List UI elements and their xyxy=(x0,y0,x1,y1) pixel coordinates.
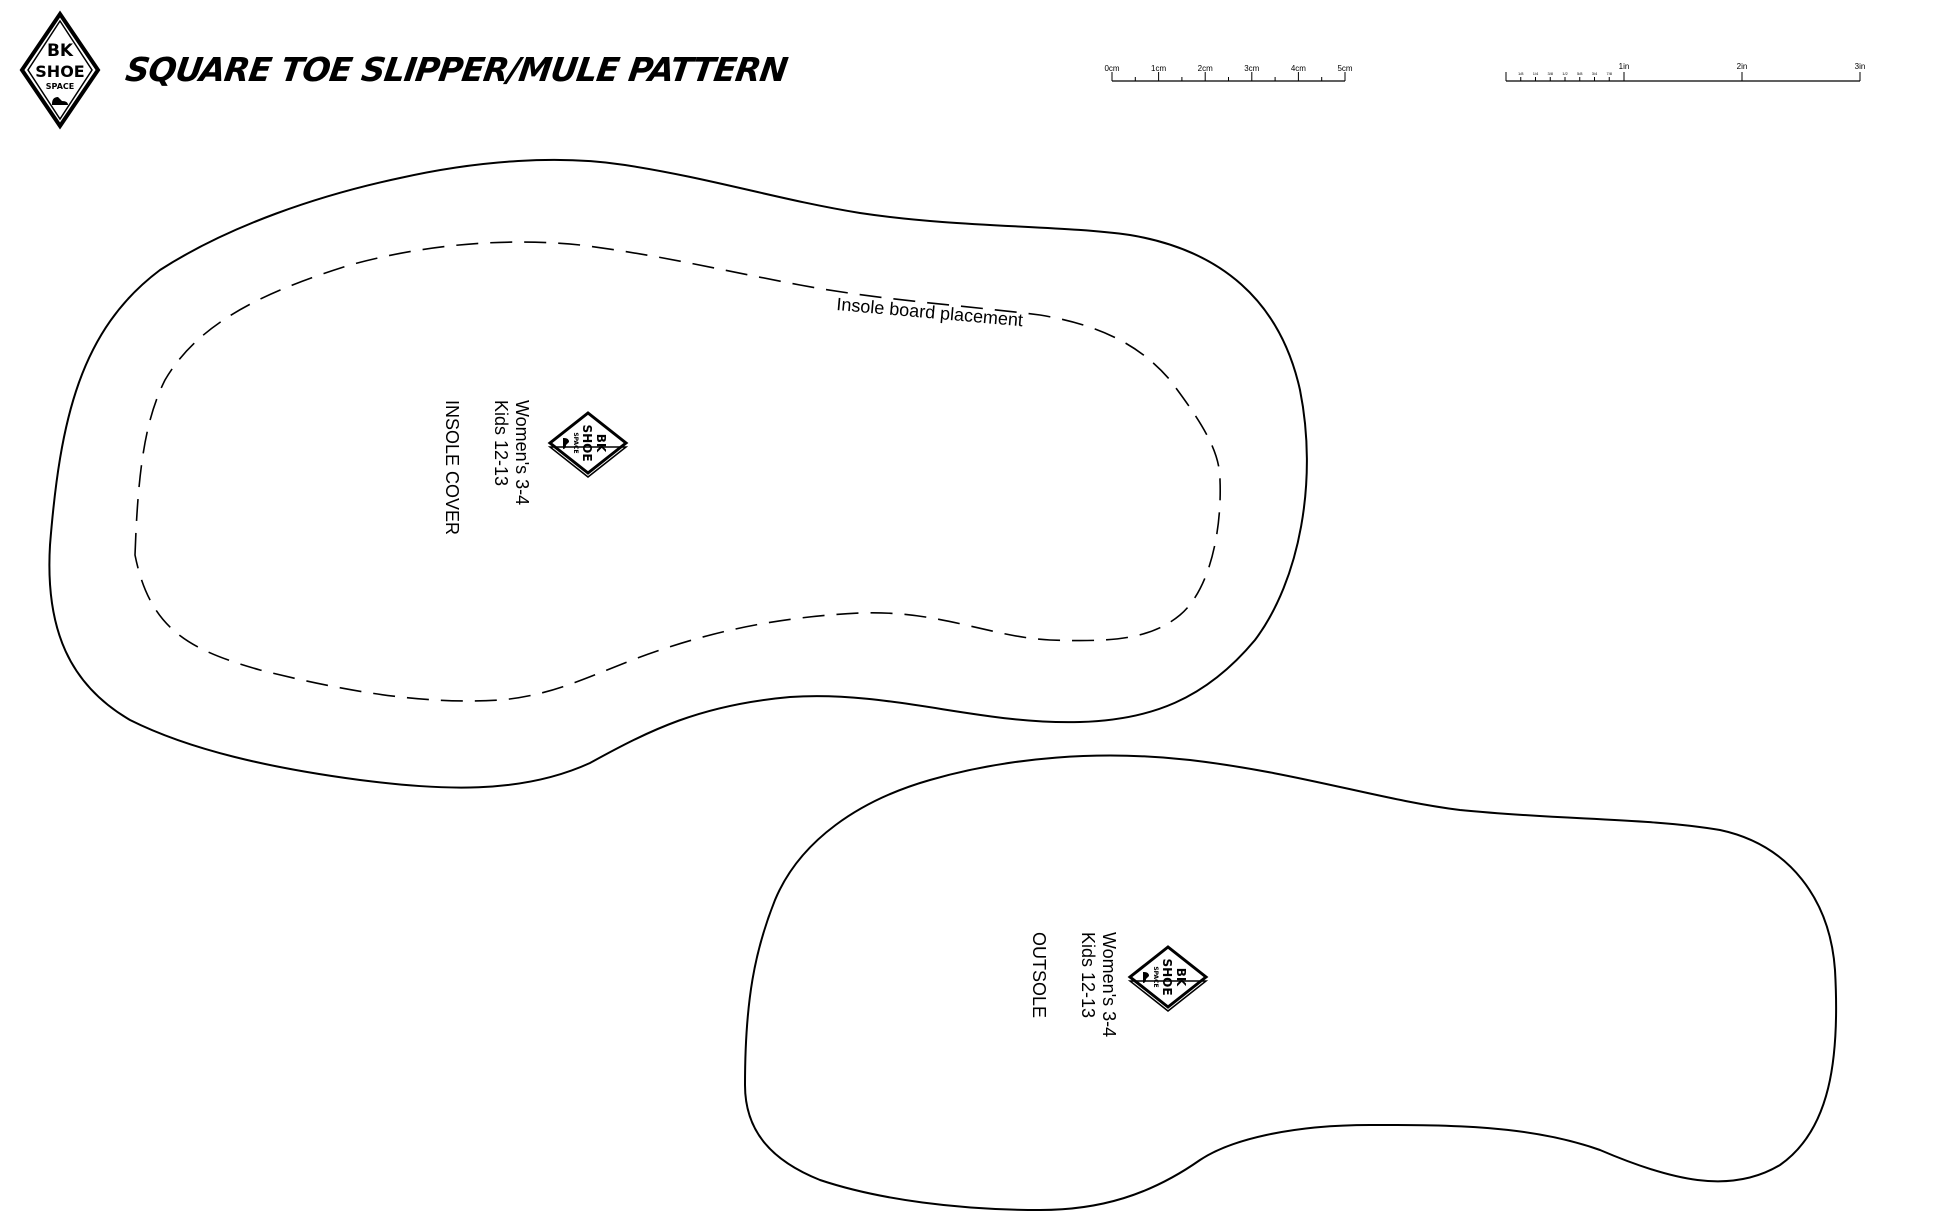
imperial-tick-label: 2in xyxy=(1737,62,1748,71)
imperial-fraction-label: 5/8 xyxy=(1577,71,1583,76)
insole-size-line-1: Women's 3-4 xyxy=(512,400,532,505)
outsole-size-line-1: Women's 3-4 xyxy=(1099,932,1119,1037)
metric-tick-label: 0cm xyxy=(1104,64,1119,73)
imperial-fraction-label: 7/8 xyxy=(1606,71,1612,76)
imperial-fraction-label: 3/4 xyxy=(1592,71,1598,76)
insole-piece-name: INSOLE COVER xyxy=(442,400,462,535)
logo-line-3: SPACE xyxy=(46,82,74,91)
imperial-tick-label: 3in xyxy=(1855,62,1866,71)
insole-cover-labels: Women's 3-4 Kids 12-13 INSOLE COVER xyxy=(442,400,532,535)
insole-board-placement-label: Insole board placement xyxy=(836,294,1024,330)
metric-tick-label: 1cm xyxy=(1151,64,1166,73)
metric-tick-label: 3cm xyxy=(1244,64,1259,73)
imperial-fraction-label: 1/8 xyxy=(1518,71,1524,76)
imperial-tick-label: 1in xyxy=(1619,62,1630,71)
outsole-labels: Women's 3-4 Kids 12-13 OUTSOLE xyxy=(1029,932,1119,1037)
metric-tick-label: 4cm xyxy=(1291,64,1306,73)
svg-text:SPACE: SPACE xyxy=(572,432,579,453)
outsole-logo: BK SHOE SPACE xyxy=(1127,945,1209,1012)
imperial-fraction-label: 1/2 xyxy=(1562,71,1568,76)
svg-text:SHOE: SHOE xyxy=(580,424,594,461)
outsole-outline xyxy=(743,754,1838,1212)
outsole-piece-name: OUTSOLE xyxy=(1029,932,1049,1018)
metric-ruler: 0cm 1cm 2cm 3cm 4cm 5cm xyxy=(1104,64,1353,82)
insole-logo: BK SHOE SPACE xyxy=(547,411,629,478)
imperial-fraction-label: 3/8 xyxy=(1547,71,1553,76)
svg-text:SPACE: SPACE xyxy=(1152,966,1159,987)
svg-text:SHOE: SHOE xyxy=(1160,958,1174,995)
svg-text:BK: BK xyxy=(594,434,608,453)
metric-tick-label: 5cm xyxy=(1337,64,1352,73)
outsole-size-line-2: Kids 12-13 xyxy=(1078,932,1098,1018)
svg-text:BK: BK xyxy=(1174,968,1188,987)
logo-line-1: BK xyxy=(47,41,74,61)
brand-logo: BK SHOE SPACE xyxy=(19,10,101,130)
insole-size-line-2: Kids 12-13 xyxy=(491,400,511,486)
insole-board-placement-line xyxy=(134,241,1222,702)
insole-cover-outline xyxy=(48,158,1308,789)
logo-line-2: SHOE xyxy=(35,62,84,81)
imperial-ruler: 1/8 1/4 3/8 1/2 5/8 3/4 7/8 1in 2in 3in xyxy=(1505,62,1866,82)
shoe-icon xyxy=(52,97,68,105)
metric-tick-label: 2cm xyxy=(1198,64,1213,73)
imperial-fraction-label: 1/4 xyxy=(1533,71,1539,76)
